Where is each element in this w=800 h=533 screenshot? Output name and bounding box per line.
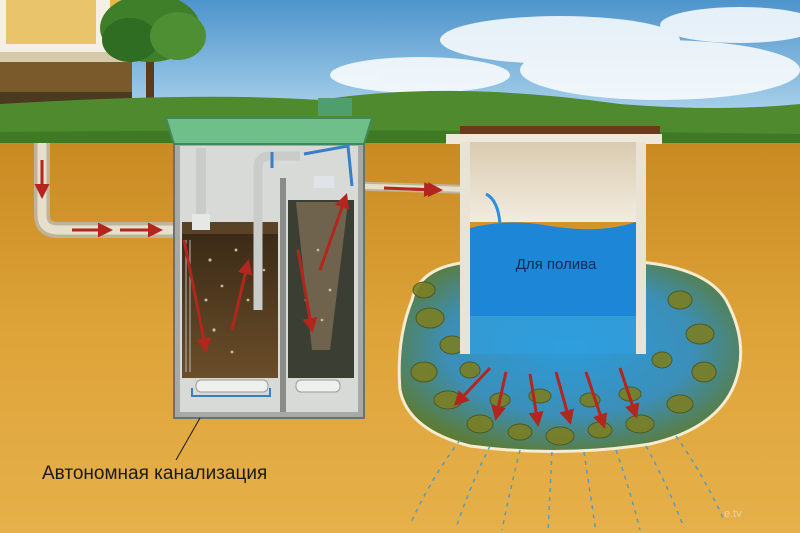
flow-arrow-seep-5 — [584, 371, 608, 429]
flow-arrow-bio-up — [318, 193, 350, 271]
flow-arrow-bio-down — [296, 249, 318, 333]
flow-arrow-settle-down — [182, 239, 212, 353]
tree-icon — [100, 0, 206, 102]
caption-pointer — [175, 417, 201, 461]
well-cover — [460, 126, 660, 136]
septic-tank-icon — [164, 98, 374, 461]
watermark: e.tv — [724, 508, 742, 520]
flow-arrow-seep-4 — [554, 371, 574, 425]
flow-arrow-seep-2 — [491, 371, 508, 421]
tank-lid — [164, 117, 374, 145]
seepage-lines — [409, 435, 725, 533]
flow-arrow-seep-3 — [528, 373, 544, 427]
tank-vent — [318, 98, 352, 116]
flow-arrow-seep-1 — [453, 366, 492, 407]
well-water — [470, 222, 636, 316]
inlet-pipe — [34, 143, 182, 238]
flow-arrow-outlet-2 — [409, 182, 443, 198]
house-icon — [0, 0, 132, 104]
flow-arrows — [34, 160, 640, 429]
flow-arrow-seep-6 — [618, 367, 640, 419]
flow-arrow-settle-up — [230, 259, 253, 331]
drainage-well-icon — [446, 126, 662, 354]
clouds — [330, 7, 800, 100]
well-caption: Для полива — [515, 256, 597, 273]
tank-caption: Автономная канализация — [42, 463, 268, 484]
